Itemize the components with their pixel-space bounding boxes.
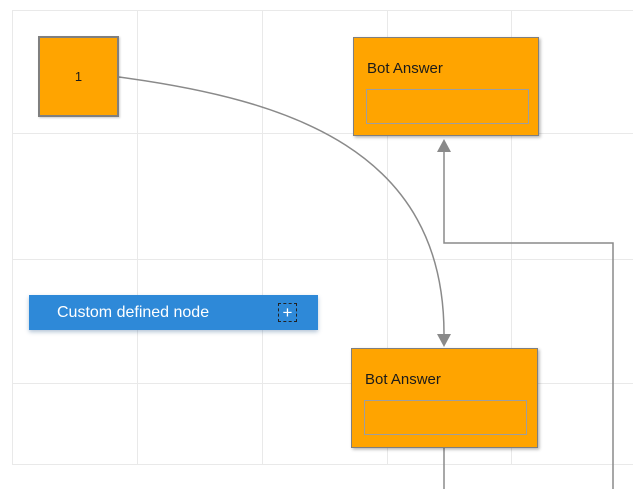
node-start[interactable]: 1 — [38, 36, 119, 117]
node-title: Bot Answer — [367, 60, 443, 77]
custom-node-label: Custom defined node — [57, 303, 210, 321]
connector-bottom-to-top-node[interactable] — [437, 139, 614, 489]
arrowhead-up-icon — [437, 139, 451, 152]
bot-answer-input[interactable] — [364, 400, 527, 435]
node-bot-answer-top[interactable]: Bot Answer — [353, 37, 539, 136]
connector-start-to-bottom-node[interactable] — [118, 76, 451, 347]
plus-icon[interactable]: + — [278, 303, 297, 322]
node-custom-defined[interactable]: Custom defined node + — [29, 295, 318, 330]
orthogonal-connector-line[interactable] — [443, 152, 614, 489]
node-bot-answer-bottom[interactable]: Bot Answer — [351, 348, 538, 448]
node-title: Bot Answer — [365, 371, 441, 388]
bot-answer-input[interactable] — [366, 89, 529, 124]
curved-connector-line[interactable] — [118, 76, 445, 335]
node-start-label: 1 — [74, 69, 83, 84]
arrowhead-down-icon — [437, 334, 451, 347]
